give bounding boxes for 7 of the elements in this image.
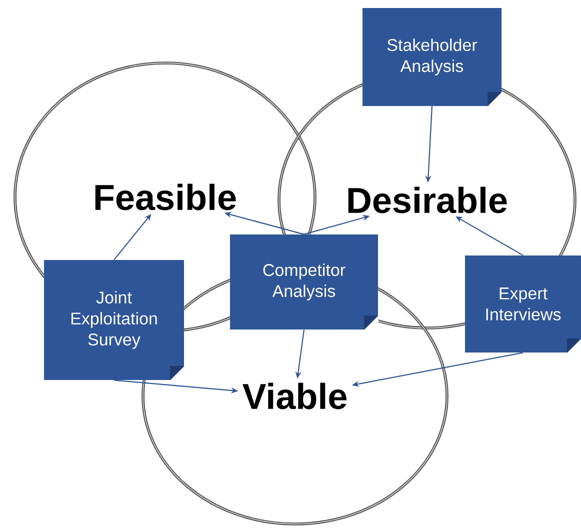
note-box: Expert Interviews (465, 256, 581, 353)
circle-label: Desirable (348, 186, 507, 214)
note-box: Stakeholder Analysis (362, 8, 502, 106)
circle-label: Viable (242, 382, 346, 410)
circle-label: Feasible (95, 184, 236, 210)
note-box: Joint Exploitation Survey (44, 260, 184, 380)
note-box: Competitor Analysis (230, 234, 378, 330)
